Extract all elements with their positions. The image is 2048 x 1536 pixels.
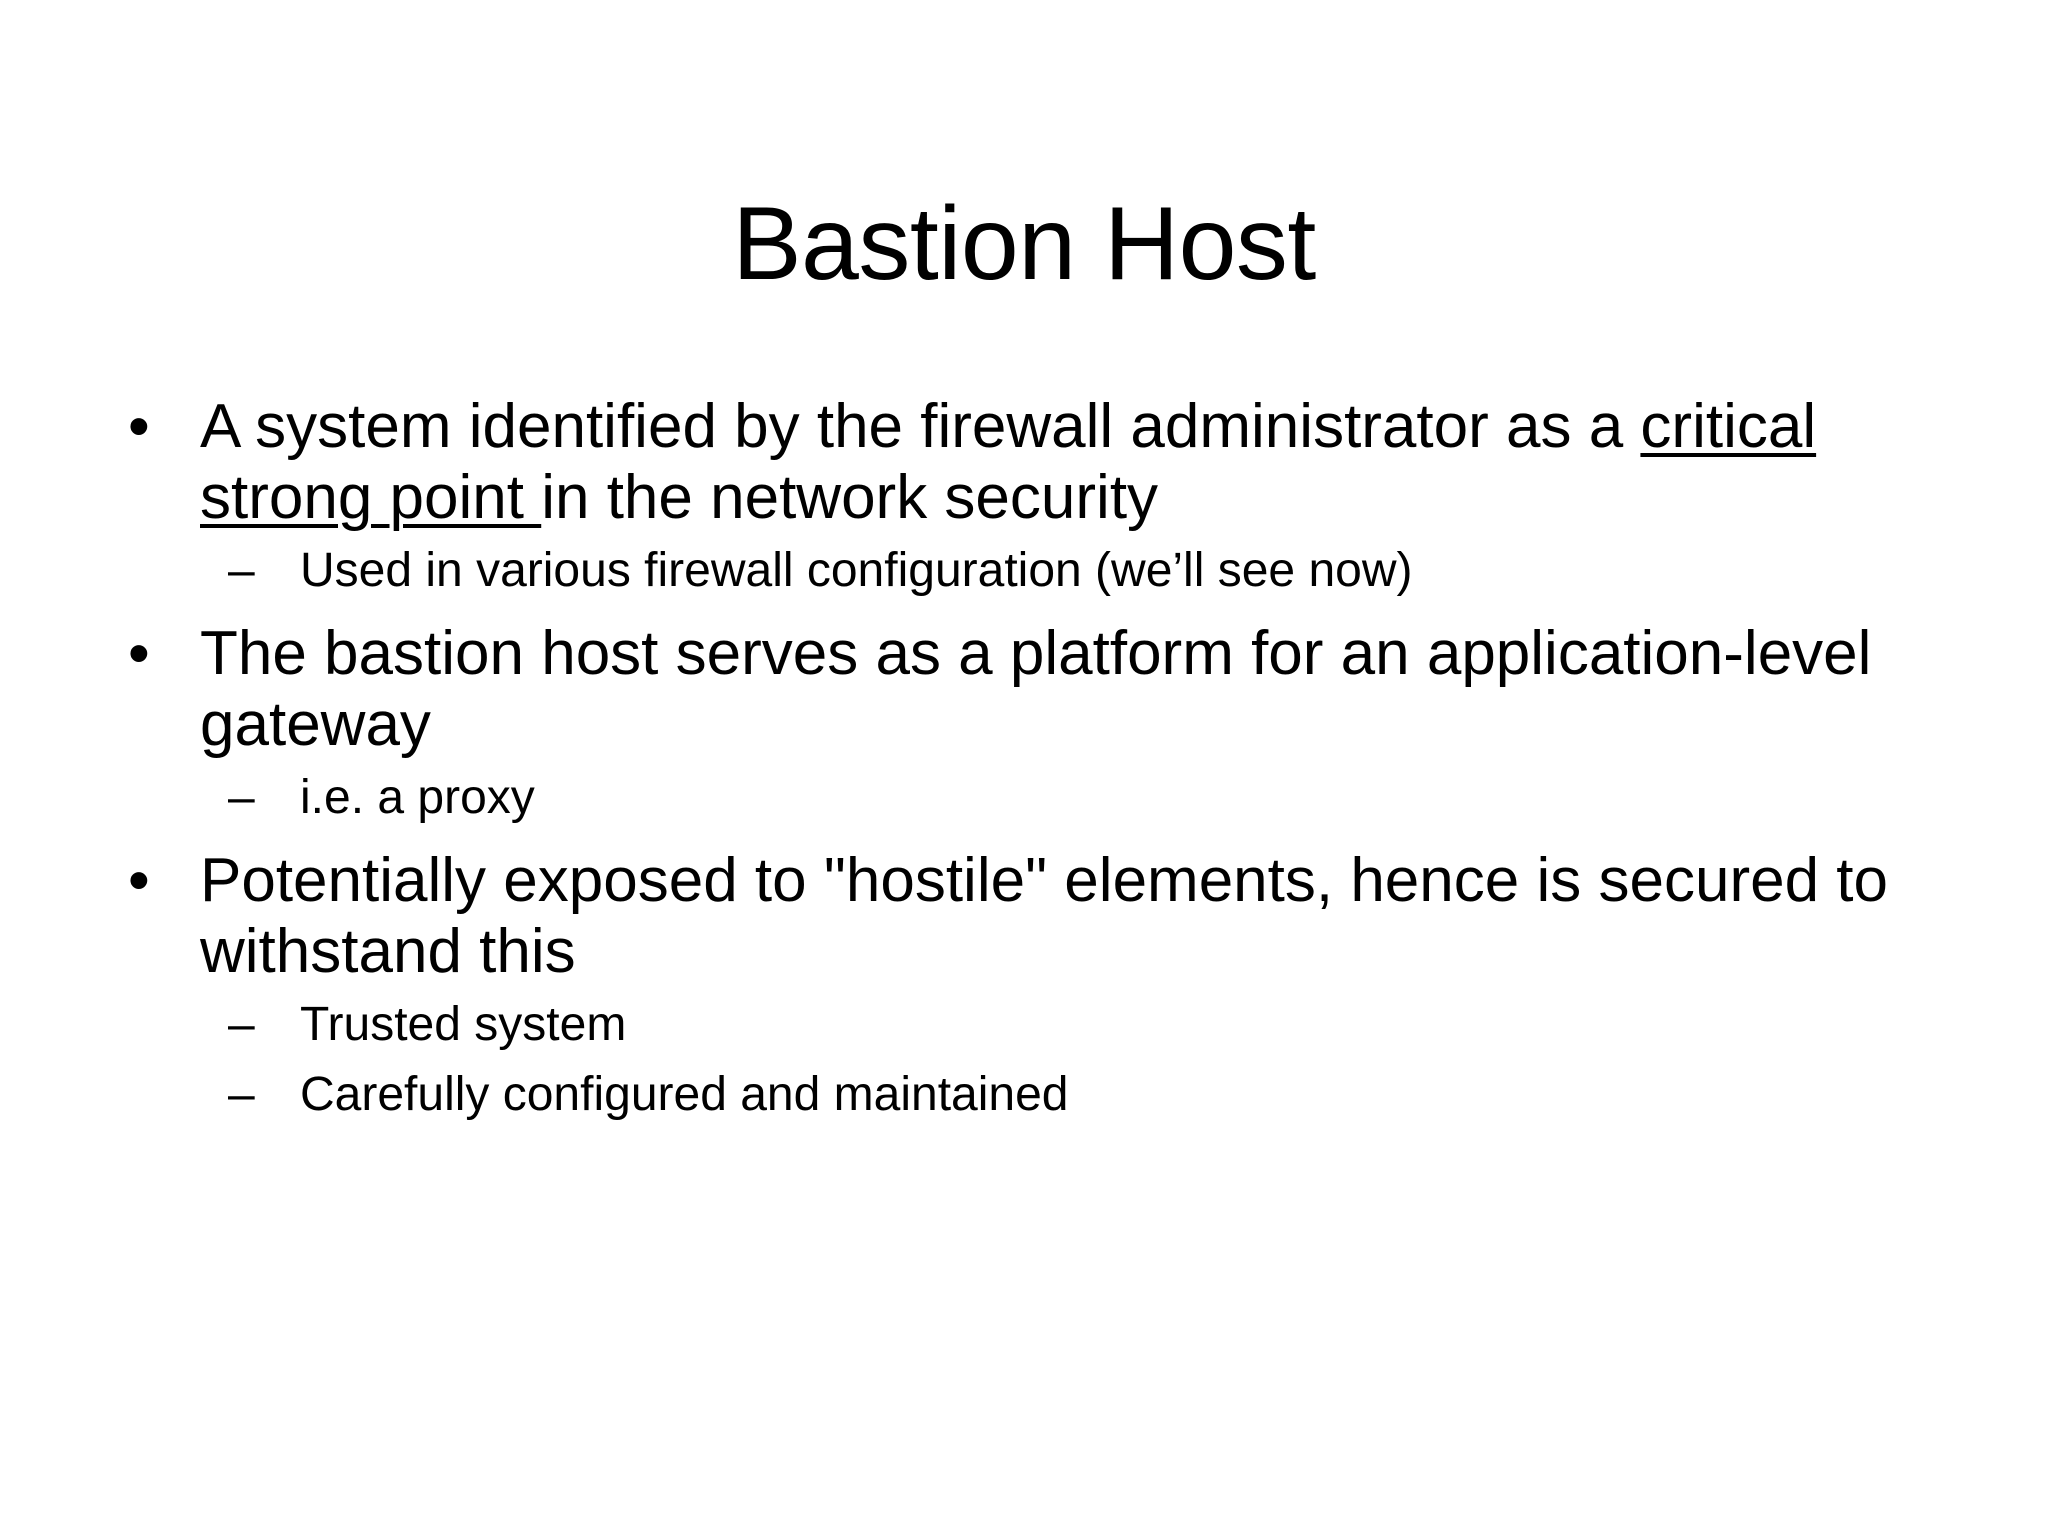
sub-bullet-text-1-1: Used in various firewall configuration (… xyxy=(300,544,1413,598)
sub-bullet-item-1-1: – Used in various firewall configuration… xyxy=(118,543,1958,599)
dash-marker-icon: – xyxy=(228,771,255,825)
slide-body-content: • A system identified by the firewall ad… xyxy=(118,392,1958,1137)
bullet-marker-icon: • xyxy=(128,392,150,461)
sub-bullet-item-3-1: – Trusted system xyxy=(118,997,1958,1053)
bullet-item-2: • The bastion host serves as a platform … xyxy=(118,619,1958,760)
bullet-item-3: • Potentially exposed to "hostile" eleme… xyxy=(118,846,1958,987)
bullet-text-1-part-a: A system identified by the firewall admi… xyxy=(200,392,1641,461)
bullet-text-2: The bastion host serves as a platform fo… xyxy=(200,619,1872,759)
sub-bullet-text-2-1: i.e. a proxy xyxy=(300,771,535,825)
bullet-item-1: • A system identified by the firewall ad… xyxy=(118,392,1958,533)
bullet-text-1-part-b: in the network security xyxy=(541,462,1159,532)
sub-bullet-text-3-1: Trusted system xyxy=(300,998,627,1052)
dash-marker-icon: – xyxy=(228,544,255,598)
dash-marker-icon: – xyxy=(228,998,255,1052)
bullet-text-1-underlined: critical strong point xyxy=(200,392,1817,532)
dash-marker-icon: – xyxy=(228,1068,255,1122)
bullet-marker-icon: • xyxy=(128,846,150,916)
slide-title: Bastion Host xyxy=(732,185,1316,302)
sub-bullet-item-2-1: – i.e. a proxy xyxy=(118,770,1958,826)
sub-bullet-text-3-2: Carefully configured and maintained xyxy=(300,1068,1069,1122)
bullet-text-3: Potentially exposed to "hostile" element… xyxy=(200,846,1888,986)
bullet-marker-icon: • xyxy=(128,619,150,689)
sub-bullet-item-3-2: – Carefully configured and maintained xyxy=(118,1067,1958,1123)
